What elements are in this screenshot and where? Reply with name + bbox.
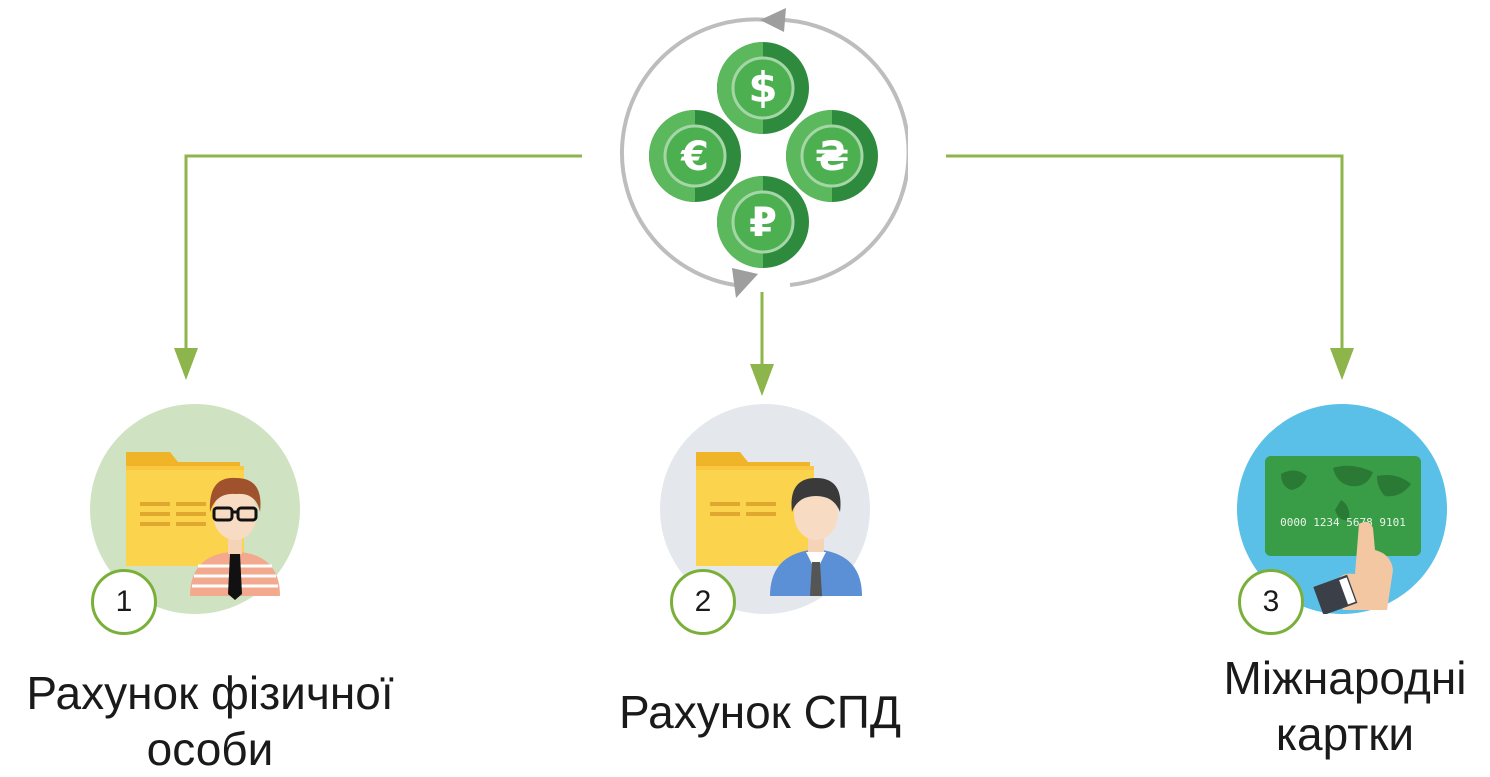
label-line: Рахунок фізичної	[26, 667, 394, 719]
businessman-icon	[770, 478, 862, 596]
person-with-glasses-icon	[190, 477, 280, 600]
arrowhead-individual	[174, 348, 198, 380]
step-badge-3: 3	[1238, 569, 1304, 635]
arrowhead-spd	[750, 364, 774, 396]
cycle-arrow-left-icon	[619, 17, 769, 288]
label-line: картки	[1275, 708, 1415, 760]
hand-icon	[1313, 521, 1393, 614]
account-label-spd: Рахунок СПД	[560, 684, 960, 740]
step-badge-2: 2	[670, 569, 736, 635]
arrow-to-cards	[946, 154, 1344, 350]
ruble-symbol: ₽	[749, 200, 777, 246]
international-card-icon: 0000 1234 5678 9101	[1237, 404, 1447, 614]
credit-card-icon: 0000 1234 5678 9101	[1265, 456, 1421, 556]
card-number-text: 0000 1234 5678 9101	[1280, 516, 1406, 529]
dollar-coin-icon: $	[717, 42, 809, 134]
euro-symbol: €	[680, 134, 709, 180]
cycle-arrowhead-top-icon	[760, 8, 786, 32]
account-label-individual: Рахунок фізичної особи	[0, 665, 420, 777]
dollar-symbol: $	[748, 63, 777, 112]
label-line: Рахунок СПД	[618, 686, 902, 738]
ruble-coin-icon: ₽	[717, 176, 809, 268]
individual-account-icon	[90, 404, 300, 614]
label-line: Міжнародні	[1223, 652, 1467, 704]
hryvnia-symbol: ₴	[815, 134, 849, 180]
step-number: 2	[694, 585, 712, 618]
entrepreneur-account-icon	[660, 404, 870, 614]
arrowhead-cards	[1330, 348, 1354, 380]
label-line: особи	[146, 723, 274, 775]
step-number: 3	[1262, 585, 1280, 618]
hryvnia-coin-icon: ₴	[786, 110, 878, 202]
cycle-arrowhead-bottom-icon	[732, 268, 758, 298]
currency-exchange-icon: $ € ₴ ₽	[619, 8, 908, 298]
step-number: 1	[115, 585, 133, 618]
arrow-to-individual	[184, 154, 582, 350]
euro-coin-icon: €	[649, 110, 741, 202]
step-badge-1: 1	[91, 569, 157, 635]
account-label-cards: Міжнародні картки	[1200, 650, 1490, 762]
cycle-arrow-right-icon	[767, 17, 908, 287]
